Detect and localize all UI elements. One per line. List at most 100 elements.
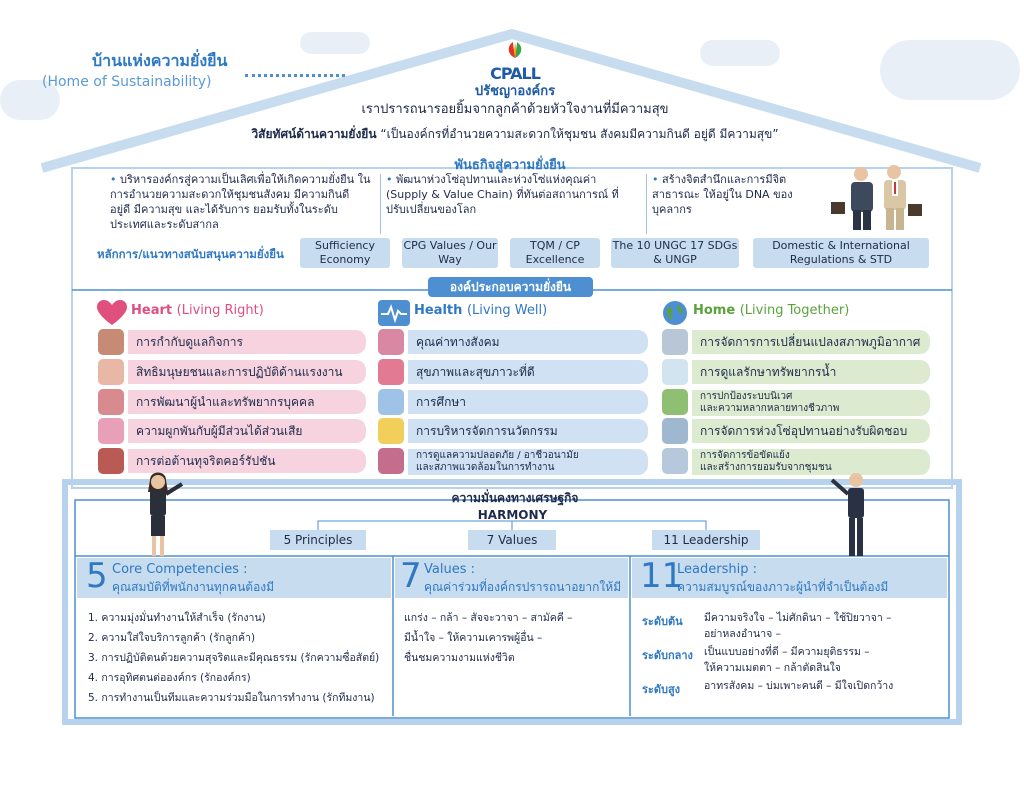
values-number: 7 — [400, 556, 422, 596]
mission-title: พันธกิจสู่ความยั่งยืน — [454, 158, 566, 173]
home-item: การดูแลรักษาทรัพยากรน้ำ — [692, 360, 930, 384]
competency-item: 1. ความมุ่งมั่นทำงานให้สำเร็จ (รักงาน) — [88, 612, 266, 624]
heart-health-icon — [378, 359, 404, 385]
social-icon — [378, 329, 404, 355]
leadership-subtitle: ความสมบูรณ์ของภาวะผู้นำที่จำเป็นต้องมี — [677, 580, 889, 594]
building-icon — [98, 329, 124, 355]
principle-pill: The 10 UNGC 17 SDGs & UNGP — [611, 238, 739, 268]
mission-item: • พัฒนาห่วงโซ่อุปทานและห่วงโซ่แห่งคุณค่า… — [386, 173, 619, 216]
water-icon — [662, 359, 688, 385]
divider — [646, 174, 647, 234]
values-line: แกร่ง – กล้า – สัจจะวาจา – สามัคคี – — [404, 612, 573, 624]
principles-label: หลักการ/แนวทางสนับสนุนความยั่งยืน — [97, 247, 284, 261]
globe-icon — [663, 301, 687, 325]
harmony-pillar: 11 Leadership — [652, 530, 760, 550]
values-line: ชื่นชมความงามแห่งชีวิต — [404, 652, 515, 664]
competencies-header — [77, 558, 391, 598]
people-icon — [98, 389, 124, 415]
heart-item: การพัฒนาผู้นำและทรัพยากรบุคคล — [128, 390, 366, 414]
safety-icon — [378, 448, 404, 474]
leadership-level-text: อาทรสังคม – บ่มเพาะคนดี – มีใจเปิดกว้าง — [704, 680, 894, 692]
values-line: มีน้ำใจ – ให้ความเคารพผู้อื่น – — [404, 632, 543, 644]
harmony-pillar: 5 Principles — [270, 530, 366, 550]
health-item: การดูแลความปลอดภัย / อาชีวอนามัย และสภาพ… — [408, 449, 648, 475]
mission-item: • สร้างจิตสำนึกและการมีจิตสาธารณะ ให้อยู… — [652, 173, 793, 216]
leadership-number: 11 — [640, 556, 684, 596]
heart-item: ความผูกพันกับผู้มีส่วนได้ส่วนเสีย — [128, 419, 366, 443]
page-title-english: (Home of Sustainability) — [42, 74, 212, 90]
home-item: การปกป้องระบบนิเวศ และความหลากหลายทางชีว… — [692, 390, 930, 416]
competencies-subtitle: คุณสมบัติที่พนักงานทุกคนต้องมี — [112, 580, 275, 594]
principle-pill: CPG Values / Our Way — [402, 238, 498, 268]
businesswoman-illustration — [148, 472, 184, 556]
logo-text: CPALL — [490, 64, 541, 83]
book-icon — [378, 389, 404, 415]
values-header — [395, 558, 628, 598]
philosophy-text: เราปรารถนารอยยิ้มจากลูกค้าด้วยหัวใจงานที… — [361, 102, 669, 117]
heart-item: การกำกับดูแลกิจการ — [128, 330, 366, 354]
heart-item: การต่อต้านทุจริตคอร์รัปชัน — [128, 449, 366, 473]
vision-statement: วิสัยทัศน์ด้านความยั่งยืน “เป็นองค์กรที่… — [190, 125, 840, 144]
home-item: การจัดการการเปลี่ยนแปลงสภาพภูมิอากาศ — [692, 330, 930, 354]
leadership-level-text: เป็นแบบอย่างที่ดี – มีความยุติธรรม – — [704, 646, 870, 658]
competency-item: 3. การปฏิบัติตนด้วยความสุจริตและมีคุณธรร… — [88, 652, 380, 664]
lightbulb-icon — [378, 418, 404, 444]
health-item: สุขภาพและสุขภาวะที่ดี — [408, 360, 648, 384]
competencies-number: 5 — [86, 556, 108, 596]
hands-icon — [98, 418, 124, 444]
heart-heading: Heart (Living Right) — [131, 303, 264, 318]
heart-item: สิทธิมนุษยชนและการปฏิบัติด้านแรงงาน — [128, 360, 366, 384]
leadership-level-text: อย่าหลงอำนาจ – — [704, 628, 781, 640]
harmony-pillar: 7 Values — [468, 530, 556, 550]
supply-chain-icon — [662, 418, 688, 444]
cloud-decoration — [300, 32, 370, 54]
leadership-title: Leadership : — [677, 562, 757, 577]
competency-item: 4. การอุทิศตนต่อองค์กร (รักองค์กร) — [88, 672, 251, 684]
harmony-title: HARMONY — [477, 508, 548, 522]
competencies-title: Core Competencies : — [112, 562, 248, 577]
cpall-logo: CPALL — [485, 40, 545, 83]
health-item: การบริหารจัดการนวัตกรรม — [408, 419, 648, 443]
principle-pill: TQM / CP Excellence — [510, 238, 600, 268]
health-item: การศึกษา — [408, 390, 648, 414]
competency-item: 5. การทำงานเป็นทีมและความร่วมมือในการทำง… — [88, 692, 375, 704]
vision-text: “เป็นองค์กรที่อำนวยความสะดวกให้ชุมชน สัง… — [380, 127, 779, 141]
cloud-decoration — [700, 40, 780, 66]
dotted-connector — [245, 74, 345, 77]
competency-item: 2. ความใส่ใจบริการลูกค้า (รักลูกค้า) — [88, 632, 256, 644]
values-title: Values : — [424, 562, 475, 577]
leadership-level-label: ระดับกลาง — [642, 649, 693, 662]
principle-pill: Domestic & International Regulations & S… — [753, 238, 929, 268]
ecosystem-icon — [662, 389, 688, 415]
home-heading: Home (Living Together) — [693, 303, 850, 318]
gift-icon — [98, 448, 124, 474]
mission-item: • บริหารองค์กรสู่ความเป็นเลิศเพื่อให้เกิ… — [110, 173, 371, 231]
page-title-thai: บ้านแห่งความยั่งยืน — [92, 51, 228, 70]
divider — [380, 174, 381, 234]
handshake-icon — [98, 359, 124, 385]
businessman-illustration — [830, 473, 864, 556]
health-heading: Health (Living Well) — [414, 303, 548, 318]
leadership-level-label: ระดับต้น — [642, 615, 683, 628]
economy-title: ความมั่นคงทางเศรษฐกิจ — [451, 491, 579, 505]
principle-pill: Sufficiency Economy — [300, 238, 390, 268]
elements-title: องค์ประกอบความยั่งยืน — [428, 277, 593, 297]
home-item: การจัดการข้อขัดแย้ง และสร้างการยอมรับจาก… — [692, 449, 930, 475]
values-subtitle: คุณค่าร่วมที่องค์กรปรารถนาอยากให้มี — [424, 580, 622, 594]
businessmen-illustration — [831, 165, 922, 230]
cpall-leaf-icon — [508, 42, 522, 58]
heart-icon — [97, 300, 127, 325]
community-icon — [662, 448, 688, 474]
health-item: คุณค่าทางสังคม — [408, 330, 648, 354]
philosophy-title: ปรัชญาองค์กร — [474, 84, 556, 99]
cloud-decoration — [880, 40, 1020, 100]
vision-label: วิสัยทัศน์ด้านความยั่งยืน — [251, 127, 377, 141]
home-item: การจัดการห่วงโซ่อุปทานอย่างรับผิดชอบ — [692, 419, 930, 443]
leadership-header — [632, 558, 947, 598]
health-monitor-icon — [378, 300, 410, 326]
leadership-level-text: ให้ความเมตตา – กล้าตัดสินใจ — [704, 662, 841, 674]
leadership-level-text: มีความจริงใจ – ไม่ศักดินา – ใช้ปิยวาจา – — [704, 612, 892, 624]
climate-icon — [662, 329, 688, 355]
cloud-decoration — [0, 80, 60, 120]
